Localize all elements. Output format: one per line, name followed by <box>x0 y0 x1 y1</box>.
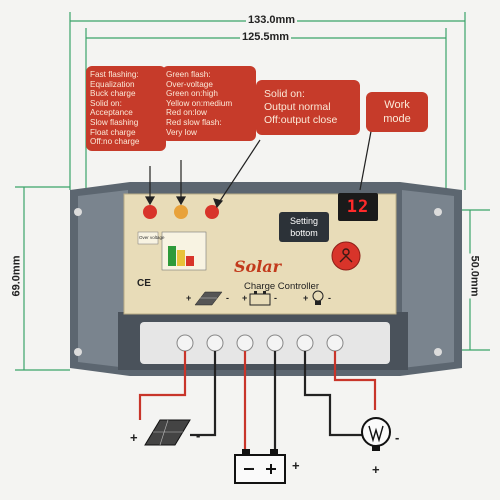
mode-display: 12 <box>338 193 378 221</box>
callout-line: Green on:high <box>166 89 218 99</box>
callout-load-indicator: Solid on: Output normal Off:output close <box>256 80 360 135</box>
callout-line: Float charge <box>90 127 136 137</box>
dimension-height-left: 69.0mm <box>10 253 23 299</box>
wire-lamp-plus: + <box>372 462 380 477</box>
wiring <box>138 351 377 450</box>
setting-button-label: Setting bottom <box>279 212 329 242</box>
callout-line: Red slow flash: <box>166 117 222 127</box>
battery-minus-sign: - <box>274 293 277 303</box>
callout-line: Red on:low <box>166 108 207 118</box>
solar-panel-icon <box>194 291 223 306</box>
product-subtitle: Charge Controller <box>244 281 319 292</box>
callout-work-mode: Work mode <box>366 92 428 132</box>
callout-line: Slow flashing <box>90 117 139 127</box>
callout-line: Work <box>384 99 410 111</box>
voltage-led <box>174 205 188 219</box>
battery-plus-sign: + <box>242 293 248 303</box>
callout-line: Output normal <box>264 101 331 113</box>
lamp-plus-sign: + <box>303 293 309 303</box>
battery-area-label: Over voltage <box>139 235 165 240</box>
lamp-minus-sign: - <box>328 293 331 303</box>
battery-level-graphic <box>137 231 207 271</box>
wire-panel-minus: - <box>196 428 201 443</box>
callout-line: Yellow on:medium <box>166 98 233 108</box>
callout-line: Buck charge <box>90 89 136 99</box>
wire-battery-minus: - <box>250 460 255 475</box>
ce-mark: CE <box>137 278 151 289</box>
callout-line: Off:output close <box>264 114 338 126</box>
callout-line: Fast flashing: <box>90 70 139 79</box>
callout-battery-indicator: Fast flashing: Equalization Buck charge … <box>86 66 166 151</box>
panel-minus-sign: - <box>226 293 229 303</box>
wire-lamp-minus: - <box>395 430 400 445</box>
battery-led <box>143 205 157 219</box>
callout-line: Very low <box>166 127 197 137</box>
battery-icon <box>249 291 271 306</box>
setting-button[interactable] <box>331 241 361 271</box>
dimension-width-inner: 125.5mm <box>240 31 292 43</box>
load-led <box>205 205 219 219</box>
callout-line: Green flash: <box>166 70 211 79</box>
wire-panel-plus: + <box>130 430 138 445</box>
wire-battery-plus: + <box>292 458 300 473</box>
callout-line: Equalization <box>90 79 135 89</box>
brand-label: Solar <box>234 257 282 276</box>
callout-pointers <box>144 125 373 209</box>
panel-plus-sign: + <box>186 293 192 303</box>
callout-line: Over-voltage <box>166 79 213 89</box>
callout-voltage-indicator: Green flash: Over-voltage Green on:high … <box>162 66 256 142</box>
setting-button-icon <box>339 248 353 263</box>
external-solar-panel-icon <box>144 419 191 446</box>
dimension-width-outer: 133.0mm <box>246 14 298 26</box>
lamp-icon <box>312 290 324 305</box>
callout-line: mode <box>383 113 411 125</box>
setting-label-line: Setting <box>289 216 319 226</box>
external-lamp-icon <box>361 417 391 451</box>
callout-line: Acceptance <box>90 108 133 118</box>
callout-line: Solid on: <box>264 88 305 100</box>
setting-label-line: bottom <box>290 228 318 238</box>
callout-line: Off:no charge <box>90 137 140 147</box>
dimension-height-right: 50.0mm <box>468 253 481 299</box>
terminal-block <box>176 334 344 352</box>
callout-line: Solid on: <box>90 98 122 108</box>
external-battery-icon <box>234 449 286 484</box>
